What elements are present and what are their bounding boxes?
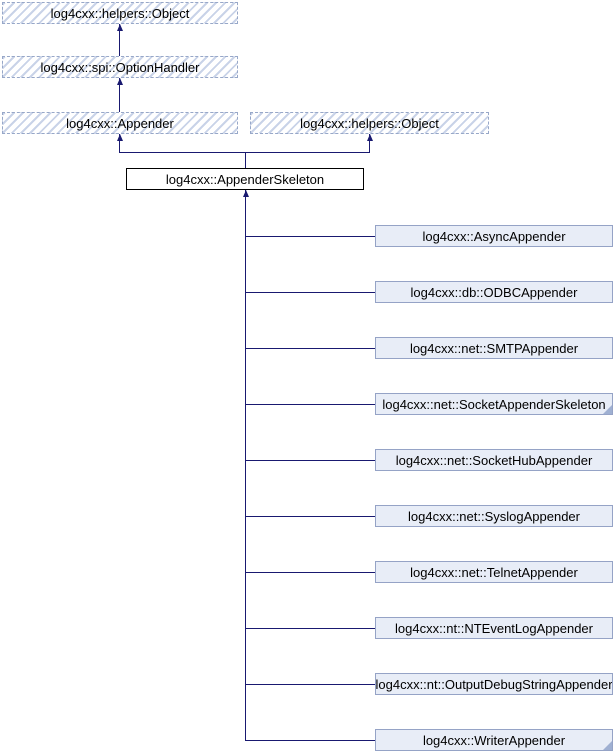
derived-class-node[interactable]: log4cxx::AsyncAppender bbox=[375, 225, 613, 247]
class-label: log4cxx::nt::OutputDebugStringAppender bbox=[375, 676, 613, 692]
inheritance-edge-branch bbox=[245, 292, 375, 293]
derived-class-node[interactable]: log4cxx::nt::NTEventLogAppender bbox=[375, 617, 613, 639]
inheritance-edge bbox=[119, 134, 120, 153]
inheritance-edge-trunk bbox=[245, 190, 246, 741]
class-label: log4cxx::AppenderSkeleton bbox=[165, 171, 325, 187]
class-label: log4cxx::helpers::Object bbox=[300, 115, 439, 131]
class-label: log4cxx::WriterAppender bbox=[422, 732, 566, 748]
class-label: log4cxx::AsyncAppender bbox=[422, 228, 566, 244]
inheritance-edge-branch bbox=[245, 628, 375, 629]
class-label: log4cxx::net::TelnetAppender bbox=[410, 564, 578, 580]
ancestor-node-spi-optionhandler: log4cxx::spi::OptionHandler bbox=[2, 56, 238, 78]
truncated-subtree-icon bbox=[603, 405, 612, 414]
inheritance-edge-branch bbox=[245, 460, 375, 461]
class-label: log4cxx::nt::NTEventLogAppender bbox=[394, 620, 593, 636]
inheritance-edge bbox=[119, 24, 120, 56]
derived-class-node[interactable]: log4cxx::WriterAppender bbox=[375, 729, 613, 751]
derived-class-node[interactable]: log4cxx::net::SocketAppenderSkeleton bbox=[375, 393, 613, 415]
inheritance-arrow-up-icon bbox=[117, 78, 123, 85]
truncated-subtree-icon bbox=[603, 741, 612, 750]
inheritance-edge bbox=[369, 134, 370, 153]
inheritance-edge-branch bbox=[245, 516, 375, 517]
inheritance-edge-branch bbox=[245, 684, 375, 685]
inheritance-edge bbox=[119, 152, 370, 153]
current-class-node: log4cxx::AppenderSkeleton bbox=[126, 168, 364, 190]
ancestor-node-helpers-object: log4cxx::helpers::Object bbox=[2, 2, 238, 24]
inheritance-edge-branch bbox=[245, 572, 375, 573]
class-label: log4cxx::Appender bbox=[66, 115, 174, 131]
class-label: log4cxx::net::SyslogAppender bbox=[408, 508, 580, 524]
inheritance-edge-branch bbox=[245, 348, 375, 349]
inheritance-arrow-up-icon bbox=[117, 134, 123, 141]
inheritance-edge-branch bbox=[245, 404, 375, 405]
derived-class-node[interactable]: log4cxx::net::SocketHubAppender bbox=[375, 449, 613, 471]
class-label: log4cxx::net::SocketHubAppender bbox=[395, 452, 593, 468]
class-label: log4cxx::helpers::Object bbox=[50, 5, 190, 21]
class-label: log4cxx::net::SMTPAppender bbox=[409, 340, 579, 356]
inheritance-edge-branch bbox=[245, 740, 375, 741]
inheritance-arrow-up-icon bbox=[367, 134, 373, 141]
derived-class-node[interactable]: log4cxx::nt::OutputDebugStringAppender bbox=[375, 673, 613, 695]
class-label: log4cxx::spi::OptionHandler bbox=[40, 59, 200, 75]
inheritance-arrow-up-icon bbox=[243, 190, 249, 197]
derived-class-node[interactable]: log4cxx::net::SyslogAppender bbox=[375, 505, 613, 527]
derived-class-node[interactable]: log4cxx::net::SMTPAppender bbox=[375, 337, 613, 359]
class-label: log4cxx::db::ODBCAppender bbox=[410, 284, 578, 300]
inheritance-edge bbox=[245, 152, 246, 168]
derived-class-node[interactable]: log4cxx::db::ODBCAppender bbox=[375, 281, 613, 303]
derived-class-node[interactable]: log4cxx::net::TelnetAppender bbox=[375, 561, 613, 583]
class-label: log4cxx::net::SocketAppenderSkeleton bbox=[382, 396, 606, 412]
ancestor-node-helpers-object-2: log4cxx::helpers::Object bbox=[250, 112, 489, 134]
inheritance-arrow-up-icon bbox=[117, 24, 123, 31]
inheritance-edge bbox=[119, 78, 120, 112]
inheritance-edge-branch bbox=[245, 236, 375, 237]
ancestor-node-appender: log4cxx::Appender bbox=[2, 112, 238, 134]
